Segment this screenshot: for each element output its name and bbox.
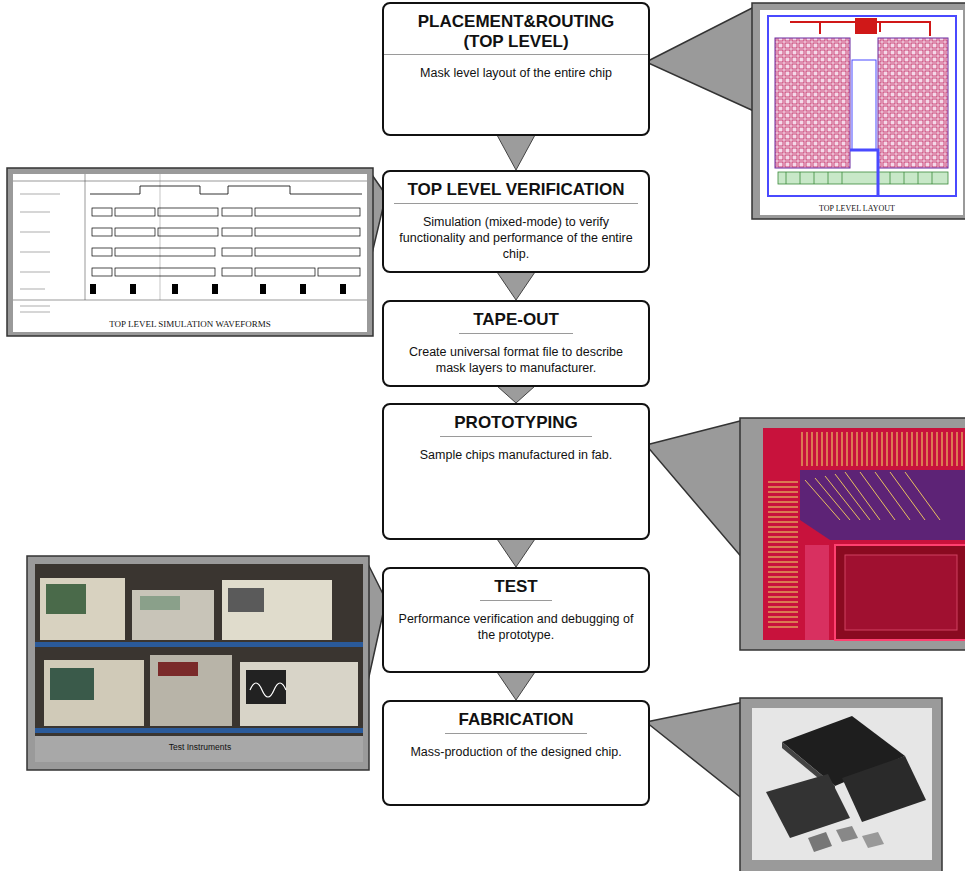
step-description: Mask level layout of the entire chip — [384, 65, 648, 81]
figure-caption: TOP LEVEL SIMULATION WAVEFORMS — [60, 319, 320, 330]
step-description: Simulation (mixed-mode) to verify functi… — [384, 214, 648, 263]
flow-arrow — [497, 672, 535, 700]
flow-arrow — [497, 272, 535, 300]
waveform-callout — [7, 168, 386, 336]
process-box: FABRICATION Mass-production of the design… — [382, 700, 650, 806]
flow-arrow — [497, 539, 535, 567]
instruments-callout — [27, 556, 386, 770]
die-photo-callout — [646, 418, 965, 650]
process-box: PLACEMENT&ROUTING (TOP LEVEL) Mask level … — [382, 2, 650, 136]
process-box: TAPE-OUT Create universal format file to … — [382, 300, 650, 387]
process-box: TOP LEVEL VERIFICATION Simulation (mixed-… — [382, 170, 650, 273]
step-description: Create universal format file to describe… — [384, 344, 648, 377]
process-box: PROTOTYPING Sample chips manufactured in … — [382, 403, 650, 540]
layout-callout — [646, 3, 965, 219]
step-heading: TAPE-OUT — [459, 310, 573, 334]
step-description: Mass-production of the designed chip. — [384, 744, 648, 760]
flow-arrow — [497, 135, 535, 170]
step-description: Performance verification and debugging o… — [384, 611, 648, 644]
packaged-chips-callout — [646, 698, 942, 871]
step-description: Sample chips manufactured in fab. — [384, 447, 648, 463]
figure-caption: Test Instruments — [120, 742, 280, 752]
step-heading: TOP LEVEL VERIFICATION — [394, 180, 639, 204]
step-heading: TEST — [480, 577, 551, 601]
step-heading: PROTOTYPING — [440, 413, 591, 437]
step-heading: PLACEMENT&ROUTING (TOP LEVEL) — [384, 12, 648, 55]
flow-arrow — [497, 386, 535, 403]
figure-caption: TOP LEVEL LAYOUT — [790, 204, 924, 214]
process-box: TEST Performance verification and debuggi… — [382, 567, 650, 673]
step-heading: FABRICATION — [445, 710, 588, 734]
